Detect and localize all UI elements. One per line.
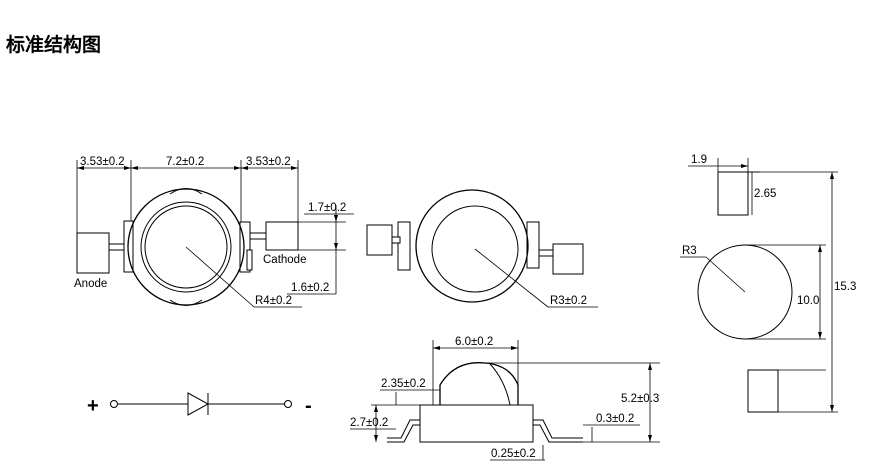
top-view: 3.53±0.2 7.2±0.2 3.53±0.2 R4±0.2 1.7±0.2	[74, 156, 354, 308]
dim-radius-middle: R3±0.2	[550, 295, 587, 307]
dim-radius-top: R4±0.2	[255, 295, 292, 307]
label-cathode: Cathode	[263, 254, 306, 266]
page-title: 标准结构图	[6, 34, 102, 56]
dim-circle-size: 10.0	[797, 295, 819, 307]
dim-body-height: 2.7±0.2	[350, 417, 388, 429]
symbol-minus: -	[305, 395, 312, 417]
dim-center: 7.2±0.2	[166, 156, 204, 168]
dim-lead-bottom: 0.25±0.2	[491, 448, 536, 460]
dim-circle-radius: R3	[682, 245, 697, 257]
dim-lead-width: 1.7±0.2	[308, 202, 346, 214]
diode-symbol: + -	[87, 392, 312, 417]
dim-lead-offset: 1.6±0.2	[291, 282, 329, 294]
footprint-view: 1.9 2.65 15.3 R3 10.0	[680, 154, 856, 413]
dim-lens-width: 6.0±0.2	[455, 336, 493, 348]
dim-pad-height: 2.65	[754, 188, 776, 200]
dim-total: 15.3	[834, 281, 856, 293]
dim-left: 3.53±0.2	[80, 156, 125, 168]
side-view: 6.0±0.2 2.35±0.2 2.7±0.2 5.2±0.3 0.3±0.2	[350, 336, 660, 461]
dim-lead-thickness: 0.3±0.2	[596, 413, 634, 425]
dim-pad-width: 1.9	[691, 154, 707, 166]
symbol-plus: +	[87, 395, 99, 417]
dim-lens-height: 2.35±0.2	[381, 378, 426, 390]
label-anode: Anode	[74, 278, 107, 290]
dim-total-height: 5.2±0.3	[621, 393, 659, 405]
middle-view: R3±0.2	[366, 189, 598, 308]
dim-right: 3.53±0.2	[246, 156, 291, 168]
